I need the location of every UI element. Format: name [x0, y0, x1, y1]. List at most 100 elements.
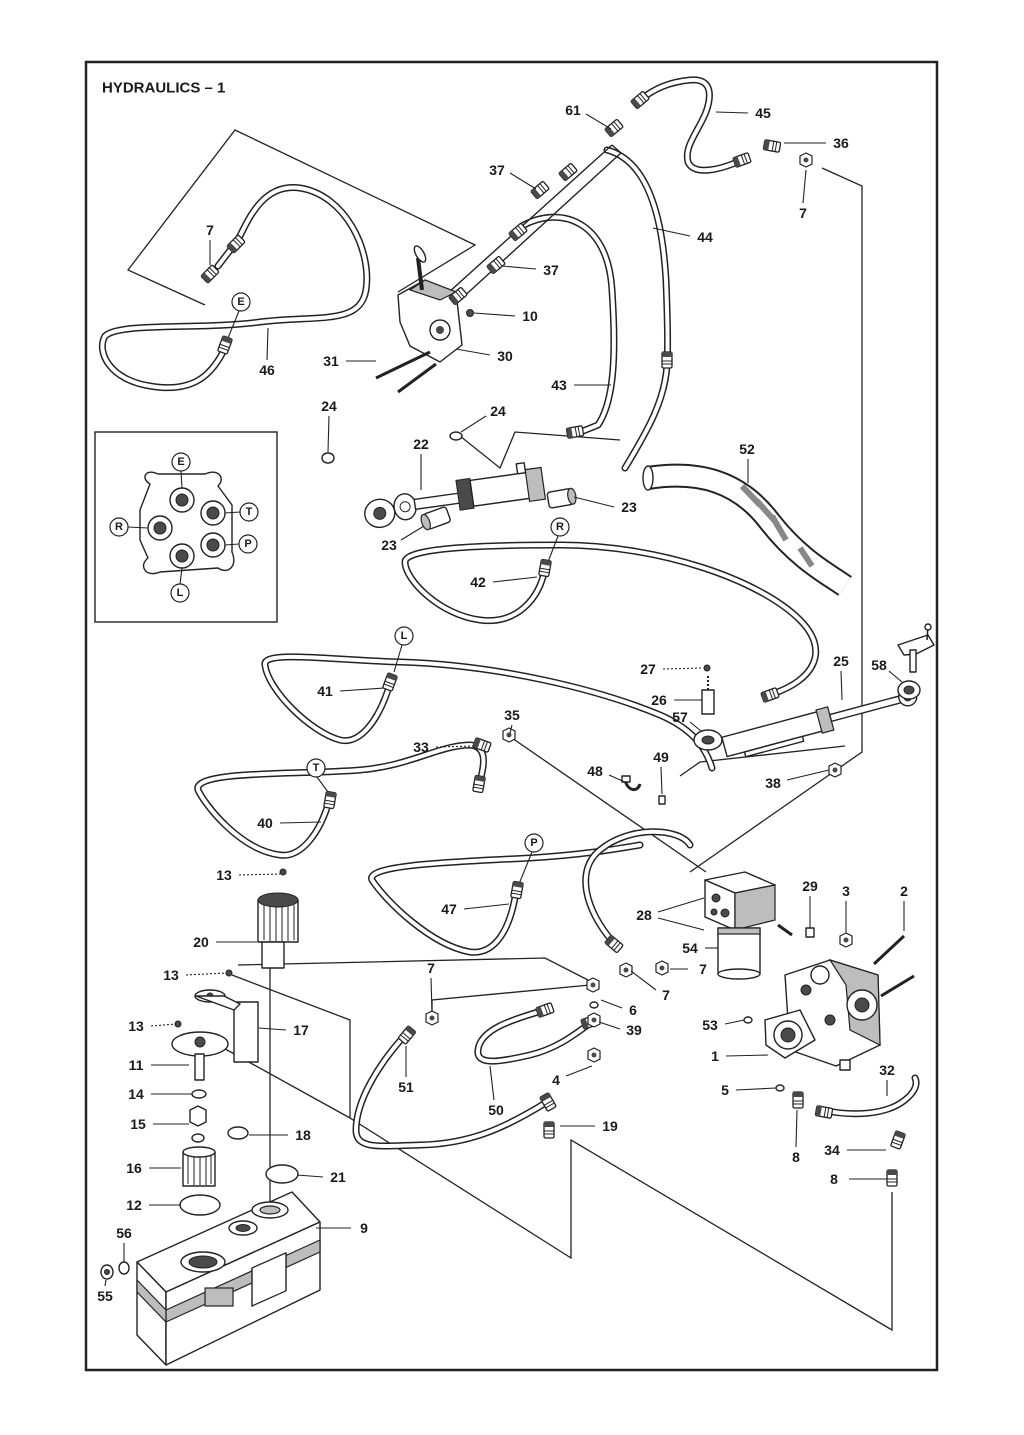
leader-line [509, 172, 537, 190]
port-letter-r: R [115, 521, 123, 533]
callout-36: 36 [833, 135, 849, 151]
callout-44: 44 [697, 229, 713, 245]
callout-24: 24 [490, 403, 506, 419]
nut-38 [828, 762, 842, 778]
o-ring-18 [227, 1126, 249, 1140]
hose-letter-p: P [530, 837, 537, 849]
callout-8: 8 [792, 1149, 800, 1165]
callout-38: 38 [765, 775, 781, 791]
hose-tag-p: P [518, 833, 544, 885]
callout-41: 41 [317, 683, 333, 699]
leader-line [735, 1087, 777, 1091]
callout-58: 58 [871, 657, 887, 673]
bolt-49 [658, 795, 666, 805]
filter-54 [717, 927, 761, 980]
callout-2: 2 [900, 883, 908, 899]
leader-line [238, 873, 281, 876]
callout-56: 56 [116, 1225, 132, 1241]
cover-plate-11 [171, 1031, 229, 1081]
port-letter-t: T [246, 506, 253, 518]
hose-47 [372, 845, 640, 952]
pin-23 [420, 506, 451, 531]
callout-53: 53 [702, 1017, 718, 1033]
leader-line [689, 721, 702, 732]
pipe-32 [822, 1078, 916, 1114]
callout-47: 47 [441, 901, 457, 917]
leader-line [455, 348, 491, 356]
leader-line [888, 670, 903, 683]
callout-55: 55 [97, 1288, 113, 1304]
callout-31: 31 [323, 353, 339, 369]
leader-line [266, 327, 269, 361]
hose-letter-r: R [556, 521, 564, 533]
port-inset [94, 431, 278, 623]
leader-line [104, 1279, 107, 1287]
valve-block-28 [704, 871, 815, 938]
washer-56 [118, 1261, 130, 1275]
o-ring-14 [191, 1089, 207, 1099]
hose-letter-t: T [313, 762, 320, 774]
leader-line [327, 415, 330, 453]
filler-tube-17 [194, 989, 259, 1063]
callout-18: 18 [295, 1127, 311, 1143]
callout-39: 39 [626, 1022, 642, 1038]
hose-43 [522, 217, 614, 433]
port-letter-p: P [244, 538, 251, 550]
callout-14: 14 [128, 1086, 144, 1102]
callout-35: 35 [504, 707, 520, 723]
callout-21: 21 [330, 1169, 346, 1185]
leader-line [600, 999, 623, 1009]
callout-52: 52 [739, 441, 755, 457]
callout-7: 7 [206, 222, 214, 238]
leader-line [585, 113, 612, 130]
port-tag-t: T [239, 502, 259, 522]
callout-13: 13 [163, 967, 179, 983]
callout-57: 57 [672, 709, 688, 725]
leader-line [339, 687, 385, 692]
hose-45 [640, 80, 742, 170]
bolt-13 [279, 868, 287, 876]
callout-48: 48 [587, 763, 603, 779]
page-title: HYDRAULICS – 1 [102, 80, 225, 97]
ball-joint-58 [897, 623, 935, 700]
hose-tag-l: L [393, 626, 414, 673]
port-tag-l: L [170, 583, 190, 603]
tank-9 [136, 1191, 321, 1366]
callout-42: 42 [470, 574, 486, 590]
callout-7: 7 [799, 205, 807, 221]
pin-23 [546, 487, 577, 509]
steering-column [437, 144, 622, 312]
leader-line [501, 265, 537, 270]
callout-50: 50 [488, 1102, 504, 1118]
o-ring-24 [449, 431, 463, 441]
port-tag-e: E [171, 452, 191, 472]
cylinder-25 [721, 687, 918, 758]
callout-6: 6 [629, 1002, 637, 1018]
callout-9: 9 [360, 1220, 368, 1236]
leader-line [598, 1021, 621, 1030]
port-tag-r: R [109, 517, 129, 537]
callout-8: 8 [830, 1171, 838, 1187]
hose-42 [405, 545, 816, 694]
leader-line [573, 496, 615, 508]
callout-3: 3 [842, 883, 850, 899]
hose-50 [478, 1010, 592, 1061]
leader-line [150, 1023, 177, 1027]
callout-37: 37 [543, 262, 559, 278]
callout-7: 7 [662, 987, 670, 1003]
callout-10: 10 [522, 308, 538, 324]
callout-28: 28 [636, 907, 652, 923]
leader-line [786, 769, 830, 781]
leader-line [565, 1065, 593, 1077]
callout-32: 32 [879, 1062, 895, 1078]
leader-line [715, 111, 749, 114]
control-valve-30 [375, 245, 474, 394]
ball-joint-57 [693, 664, 723, 751]
leader-line [473, 312, 516, 317]
leader-line [463, 903, 510, 910]
callout-16: 16 [126, 1160, 142, 1176]
port-tag-p: P [238, 534, 258, 554]
leader-line [489, 1065, 495, 1101]
leader-line [258, 1027, 287, 1031]
